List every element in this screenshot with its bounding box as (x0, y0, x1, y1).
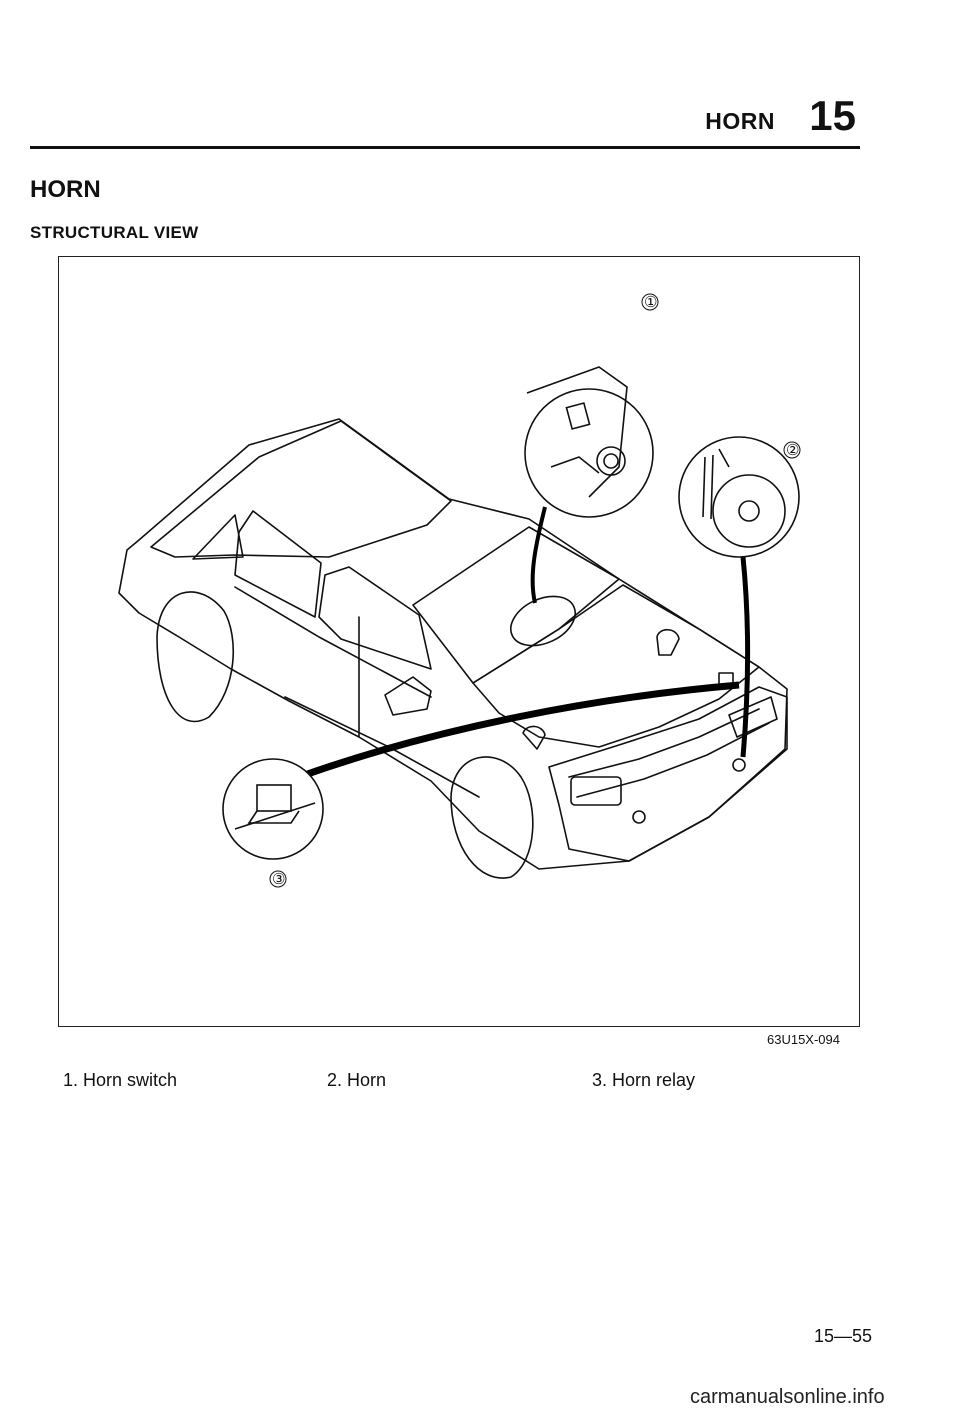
leader-line-relay (297, 681, 740, 781)
detail-horn-switch (524, 366, 654, 518)
headlight-right (728, 696, 778, 738)
detail-horn-relay (222, 758, 324, 860)
windshield (412, 526, 620, 684)
footer-watermark: carmanualsonline.info (690, 1386, 885, 1408)
car-illustration: ① ② ③ (118, 293, 801, 888)
rear-wheel-arch (156, 591, 235, 723)
callout-2: ② (786, 443, 799, 459)
leader-line-horn (740, 556, 750, 758)
structural-view-figure: ① ② ③ (58, 256, 860, 1027)
side-mirror (384, 676, 432, 716)
header-rule (30, 146, 860, 149)
callout-1: ① (644, 295, 657, 311)
leader-line-switch (530, 506, 547, 604)
side-window-mid (234, 510, 322, 618)
detail-horn (678, 436, 800, 558)
section-subtitle: STRUCTURAL VIEW (30, 223, 199, 242)
front-fascia (548, 686, 788, 862)
hood (472, 584, 760, 748)
side-window-rear (192, 514, 244, 560)
headlight-left (570, 776, 622, 806)
header-title: HORN (705, 108, 775, 134)
figure-code: 63U15X-094 (767, 1032, 840, 1047)
header-section-number: 15 (809, 92, 856, 139)
front-wheel-arch (450, 756, 534, 879)
legend-horn-relay: 3. Horn relay (592, 1070, 696, 1090)
side-window-front (318, 566, 432, 670)
car-roof (150, 420, 452, 558)
page-number: 15—55 (814, 1326, 873, 1346)
callout-3: ③ (272, 872, 285, 888)
legend-horn: 2. Horn (327, 1070, 387, 1090)
legend-horn-switch: 1. Horn switch (63, 1070, 178, 1090)
section-title: HORN (30, 176, 101, 203)
